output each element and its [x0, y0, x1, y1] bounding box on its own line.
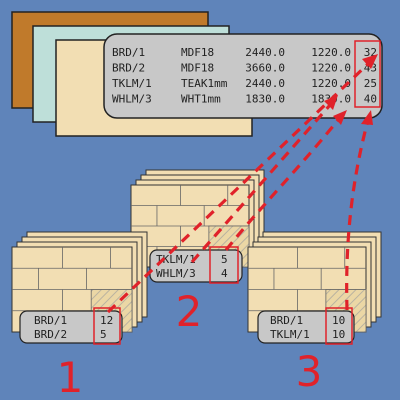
arrows: [106, 60, 372, 314]
cutting-list-material: TEAK1mm: [181, 77, 228, 90]
cutting-list-material: MDF18: [181, 62, 214, 75]
cutting-list-length: 1830.0: [245, 93, 285, 106]
stack-item-name: WHLM/3: [156, 267, 196, 280]
cutting-list-material: MDF18: [181, 46, 214, 59]
qty-highlight-box: [354, 40, 381, 108]
cutting-list-length: 3660.0: [245, 62, 285, 75]
qty-highlight-box: [325, 307, 353, 345]
stack-item-qty: 12: [100, 314, 113, 327]
cutting-list-name: TKLM/1: [112, 77, 152, 90]
label-box: [257, 310, 355, 344]
arrowhead-brd1: [362, 54, 378, 69]
stack-item-name: BRD/1: [34, 314, 67, 327]
arrowheads: [324, 54, 378, 125]
cutting-list-width: 1220.0: [311, 62, 351, 75]
stack-item-qty: 5: [100, 328, 107, 341]
stack-item-qty: 10: [332, 328, 345, 341]
qty-highlight-box: [209, 246, 239, 284]
cutting-list-qty: 25: [364, 77, 377, 90]
arrow-stack2-to-whlm3: [190, 103, 332, 264]
stack-item-name: TKLM/1: [270, 328, 310, 341]
label-box: [149, 249, 243, 283]
arrow-stack2-to-tklm1: [224, 119, 340, 251]
stack-item-name: BRD/1: [270, 314, 303, 327]
stack-item-qty: 4: [221, 267, 228, 280]
stack-item-name: TKLM/1: [156, 253, 196, 266]
cutting-list-name: BRD/2: [112, 62, 145, 75]
cutting-list-row: TKLM/1 TEAK1mm 2440.0 1220.0 25: [112, 77, 377, 90]
arrowhead-tklm1: [333, 110, 347, 125]
arrowhead-stack3: [361, 110, 373, 125]
arrow-stack3-to-tklm1: [345, 119, 370, 311]
stack-3-number: 3: [296, 347, 323, 396]
qty-highlight-box: [93, 307, 121, 345]
cutting-list-length: 2440.0: [245, 77, 285, 90]
cutting-list-width: 1220.0: [311, 46, 351, 59]
stack-item-qty: 5: [221, 253, 228, 266]
cutting-list-qty: 40: [364, 93, 377, 106]
cutting-list-material: WHT1mm: [181, 93, 221, 106]
arrow-stack1-to-brd1: [106, 60, 372, 314]
stack-1-number: 1: [57, 353, 84, 400]
cutting-list-width: 1220.0: [311, 77, 351, 90]
cutting-list-name: WHLM/3: [112, 93, 152, 106]
arrowhead-whlm3: [324, 95, 338, 110]
cutting-list-panel: [103, 33, 383, 119]
stack-item-name: BRD/2: [34, 328, 67, 341]
cutting-list-name: BRD/1: [112, 46, 145, 59]
label-box: [19, 310, 123, 344]
cutting-list-length: 2440.0: [245, 46, 285, 59]
stack-2-number: 2: [176, 287, 203, 336]
stack-item-qty: 10: [332, 314, 345, 327]
